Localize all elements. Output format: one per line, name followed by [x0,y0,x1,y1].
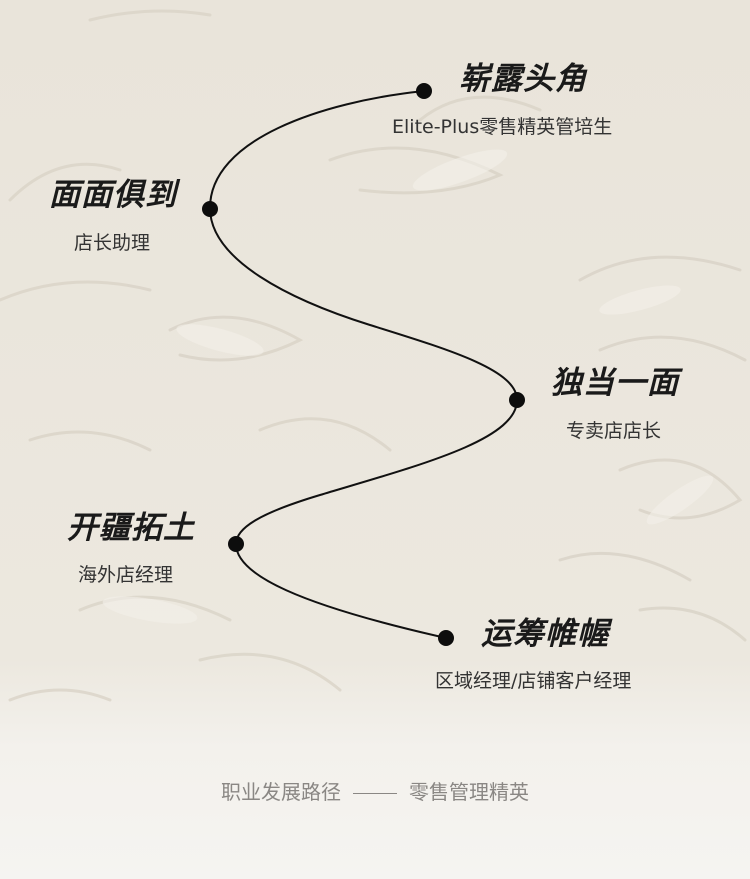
stage-title-4: 开疆拓土 [67,510,195,546]
stage-title-3: 独当一面 [551,365,679,401]
stage-subtitle-2: 店长助理 [74,232,151,254]
stage-subtitle-1: Elite-Plus零售精英管培生 [392,116,613,138]
stage-title-2: 面面俱到 [49,177,177,213]
footer-divider [353,793,397,794]
stage-subtitle-4: 海外店经理 [78,564,174,586]
stage-node-4 [228,536,244,552]
stage-node-1 [416,83,432,99]
stage-node-3 [509,392,525,408]
stage-subtitle-5: 区域经理/店铺客户经理 [435,670,632,692]
stage-title-5: 运筹帷幄 [481,616,609,652]
stage-node-5 [438,630,454,646]
footer-right-text: 零售管理精英 [409,780,529,804]
footer-left-text: 职业发展路径 [221,780,341,804]
stage-title-1: 崭露头角 [459,61,587,97]
footer-caption: 职业发展路径 零售管理精英 [0,776,750,805]
path-line [208,90,519,639]
stage-subtitle-3: 专卖店店长 [566,420,662,442]
stage-node-2 [202,201,218,217]
